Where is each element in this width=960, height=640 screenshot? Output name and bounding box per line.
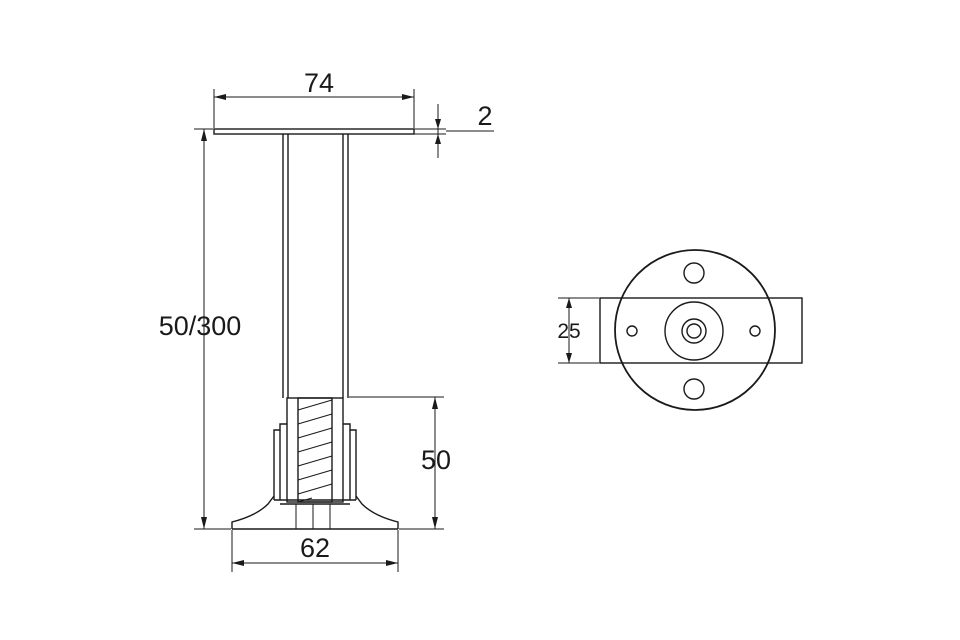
top-plate-width-label: 74 — [304, 68, 334, 98]
top-plate — [213, 128, 415, 135]
dim-height-range: 50/300 — [159, 128, 242, 530]
center-bore-outer — [681, 318, 707, 344]
side-view: 74 2 50/300 50 — [159, 68, 494, 572]
bracket-width-label: 25 — [557, 320, 580, 343]
pin-hole-left — [626, 325, 638, 337]
threaded-insert — [286, 397, 344, 503]
dim-bracket-width: 25 — [557, 297, 599, 364]
base-disc — [614, 249, 776, 411]
screw-hole-bottom — [683, 378, 705, 400]
base-width-label: 62 — [300, 533, 330, 563]
adjust-height-label: 50 — [421, 445, 451, 475]
height-range-label: 50/300 — [159, 311, 242, 341]
dim-base-width: 62 — [231, 530, 399, 572]
upper-tube — [282, 134, 349, 398]
pin-hole-right — [749, 325, 761, 337]
bottom-view: 25 — [557, 249, 803, 411]
dim-top-width: 74 — [213, 68, 415, 128]
dim-plate-thickness: 2 — [414, 101, 494, 158]
mounting-bracket — [599, 297, 803, 364]
dim-adjust-height: 50 — [349, 396, 451, 530]
center-boss — [664, 301, 724, 361]
base-foot — [231, 495, 399, 530]
center-bore-inner — [686, 323, 702, 339]
screw-hole-top — [683, 262, 705, 284]
base-socket — [273, 423, 357, 505]
plate-thickness-label: 2 — [477, 101, 492, 131]
